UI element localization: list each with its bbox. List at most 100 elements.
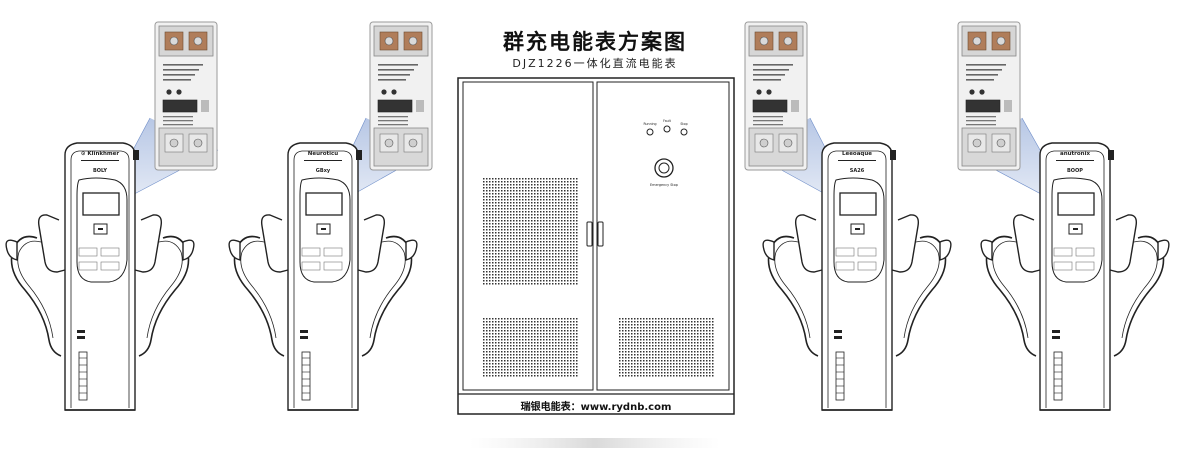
charger-button: [1053, 247, 1073, 257]
indicator-light: [646, 128, 654, 136]
cable-holster-icon: [357, 214, 418, 357]
indicator-label: Stop: [680, 122, 687, 126]
charger-brand-label: Neuroticu: [308, 151, 339, 157]
charger-button: [323, 247, 343, 257]
meter-lcd: [162, 99, 198, 113]
meter-lcd: [752, 99, 788, 113]
charger-button: [835, 261, 855, 271]
charging-gun: [228, 239, 241, 261]
charging-cable: [361, 235, 413, 357]
indicator-label: Fault: [663, 119, 671, 123]
charger-body: [64, 142, 136, 411]
charger-button: [78, 247, 98, 257]
charger-screen: [839, 192, 877, 216]
charger-brand-label: anutronix: [1060, 151, 1090, 157]
charger-panel: [299, 177, 351, 283]
meter-lcd: [965, 99, 1001, 113]
meter-button: [766, 89, 772, 95]
meter-lcd: [377, 99, 413, 113]
vent-strip: [301, 351, 311, 401]
charger-button: [78, 261, 98, 271]
cable-holster-icon: [1109, 214, 1170, 357]
indicator-light: [663, 125, 671, 133]
charger-screen: [82, 192, 120, 216]
charger-body: [821, 142, 893, 411]
charging-cable: [138, 235, 190, 357]
vent-grid: [483, 178, 578, 285]
charger-brand-label: Leeoaque: [842, 151, 872, 157]
cable-holster-icon: [980, 214, 1041, 357]
ground-shadow: [470, 438, 720, 448]
charging-cable: [233, 235, 285, 357]
vent-strip: [835, 351, 845, 401]
energy-meter-icon: [154, 21, 218, 171]
energy-meter-icon: [744, 21, 808, 171]
charger-panel: [833, 177, 885, 283]
website-footer: 瑞银电能表：www.rydnb.com: [520, 402, 672, 413]
charger-panel: [1051, 177, 1103, 283]
charger-model-label: GBxy: [316, 168, 331, 174]
vent-grid: [619, 318, 714, 377]
charger-button: [301, 261, 321, 271]
cable-holster-icon: [228, 214, 289, 357]
charger-button: [100, 261, 120, 271]
charging-gun: [1157, 239, 1170, 261]
cable-holster-icon: [762, 214, 823, 357]
charging-gun: [182, 239, 195, 261]
energy-meter-icon: [957, 21, 1021, 171]
charger-button: [1075, 261, 1095, 271]
diagram-subtitle: DJZ1226一体化直流电能表: [512, 57, 678, 70]
meter-button: [391, 89, 397, 95]
vent-strip: [78, 351, 88, 401]
charging-gun: [405, 239, 418, 261]
indicator-label: Running: [643, 122, 656, 126]
charger-screen: [1057, 192, 1095, 216]
charging-cable: [1113, 235, 1165, 357]
charging-cable: [985, 235, 1037, 357]
charging-cable: [10, 235, 62, 357]
charger-brand-label: ⊙ Klinkhmer: [81, 151, 120, 157]
charger-button: [857, 261, 877, 271]
cabinet-right-door: [596, 81, 730, 391]
charger-button: [301, 247, 321, 257]
charging-gun: [939, 239, 952, 261]
charger-model-label: BOOP: [1067, 168, 1083, 174]
cabinet-left-door: [462, 81, 594, 391]
diagram-title: 群充电能表方案图: [503, 30, 687, 54]
indicator-light: [680, 128, 688, 136]
charger-panel: [76, 177, 128, 283]
meter-button: [756, 89, 762, 95]
charger-button: [1075, 247, 1095, 257]
charger-model-label: SA26: [850, 168, 865, 174]
meter-button: [166, 89, 172, 95]
meter-button: [969, 89, 975, 95]
charging-gun: [980, 239, 993, 261]
charging-gun: [5, 239, 18, 261]
charger-button: [1053, 261, 1073, 271]
cable-holster-icon: [5, 214, 66, 357]
emergency-stop-label: Emergency Stop: [650, 183, 678, 187]
charging-cable: [767, 235, 819, 357]
charger-body: [287, 142, 359, 411]
charger-model-label: BOLY: [93, 168, 107, 174]
cable-holster-icon: [891, 214, 952, 357]
cable-holster-icon: [134, 214, 195, 357]
charging-cable: [895, 235, 947, 357]
energy-meter-icon: [369, 21, 433, 171]
vent-grid: [483, 318, 578, 377]
charger-button: [100, 247, 120, 257]
meter-button: [381, 89, 387, 95]
meter-button: [176, 89, 182, 95]
charger-screen: [305, 192, 343, 216]
meter-button: [979, 89, 985, 95]
vent-strip: [1053, 351, 1063, 401]
charger-button: [835, 247, 855, 257]
charging-gun: [762, 239, 775, 261]
